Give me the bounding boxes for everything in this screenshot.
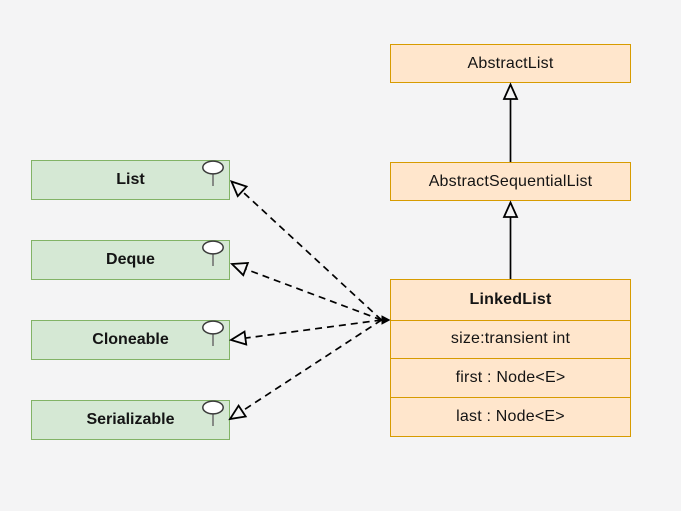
field-last: last : Node<E> (391, 397, 630, 436)
lollipop-pin-icon (202, 320, 224, 346)
interface-box-list: List (31, 160, 230, 200)
interface-box-cloneable: Cloneable (31, 320, 230, 360)
class-box-abstractlist: AbstractList (390, 44, 631, 83)
field-size: size:transient int (391, 319, 630, 359)
realization-arrow-linkedlist-to-cloneable (231, 319, 382, 340)
lollipop-pin-icon (202, 160, 224, 186)
lollipop-pin-icon (202, 400, 224, 426)
realization-arrow-linkedlist-to-serializable (230, 319, 382, 419)
realization-arrow-linkedlist-to-deque (232, 264, 382, 321)
class-name-abstractsequentiallist: AbstractSequentialList (428, 172, 593, 190)
interface-name-serializable: Serializable (86, 411, 175, 428)
interface-name-cloneable: Cloneable (92, 331, 169, 348)
field-first: first : Node<E> (391, 358, 630, 397)
lollipop-pin-icon (202, 240, 224, 266)
interface-box-deque: Deque (31, 240, 230, 280)
interface-box-serializable: Serializable (31, 400, 230, 440)
realization-arrow-linkedlist-to-list (232, 182, 383, 321)
class-name-linkedlist: LinkedList (469, 290, 552, 308)
class-box-abstractsequentiallist: AbstractSequentialList (390, 162, 631, 201)
interface-name-list: List (116, 171, 145, 188)
interface-name-deque: Deque (106, 251, 155, 268)
class-box-linkedlist: LinkedList size:transient int first : No… (390, 279, 631, 437)
class-name-abstractlist: AbstractList (467, 54, 554, 72)
